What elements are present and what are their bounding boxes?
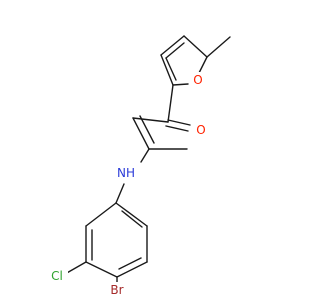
bond-alkene-a [132,117,150,150]
furan-oxygen-label: O [191,72,205,88]
bond-aryl-inner-a [121,210,143,228]
bond-aryl-3 [116,261,148,278]
molecule-structure: O O NH Cl Br [46,35,231,298]
bond-furan-c3-c4-inner [165,42,185,59]
bond-furan-c4-c5 [183,35,208,58]
bond-methyl [206,36,231,58]
bond-furan-c2-c3 [160,54,174,86]
amine-text: NH [117,166,135,180]
bond-carbonyl-double-b [165,125,189,132]
chlorine-text: Cl [51,269,63,283]
bond-carbonyl-double-a [167,119,191,126]
bond-aryl-1 [115,202,148,227]
amine-label: NH [112,165,140,181]
bond-aryl-inner-b [118,257,142,270]
furan-ring [160,35,231,86]
bromine-text: Br [110,283,123,297]
bond-furan-c5-o [198,56,208,74]
bond-alkene-nitrogen [140,148,150,163]
bromine-label: Br [107,282,129,298]
carbonyl-oxygen-text: O [196,123,205,137]
carbonyl-oxygen-label: O [194,122,208,138]
bond-furan-c3-c4 [160,35,185,56]
enone-chain [132,84,191,163]
bond-furan-carbonyl [167,84,174,123]
bond-aryl-4 [85,261,118,278]
furan-oxygen-text: O [193,73,202,87]
bond-nitrogen-aryl [115,183,125,204]
bond-carbonyl-alkene [132,117,169,123]
bond-furan-o-c2 [172,83,189,86]
chlorine-label: Cl [46,268,68,284]
bond-furan-c2-c3-inner [165,57,177,81]
bond-chlorine [64,261,87,275]
bond-aryl-6 [85,202,117,227]
bond-alkene-b [139,115,155,144]
aryl-ring [64,183,148,284]
